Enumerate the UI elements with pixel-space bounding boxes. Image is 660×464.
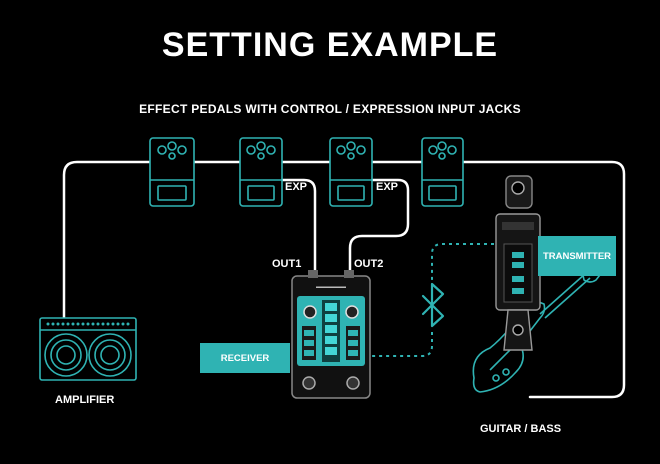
exp-label-2: EXP xyxy=(376,181,399,193)
transmitter-badge: TRANSMITTER xyxy=(538,236,616,276)
page-subtitle: EFFECT PEDALS WITH CONTROL / EXPRESSION … xyxy=(139,102,521,116)
transmitter-unit xyxy=(495,175,541,351)
effect-pedal-1 xyxy=(149,137,195,207)
bluetooth-icon xyxy=(421,282,445,328)
svg-text:▬▬▬▬▬▬: ▬▬▬▬▬▬ xyxy=(316,284,346,290)
guitar-icon xyxy=(472,255,611,393)
cable-exp-2 xyxy=(348,178,410,280)
wireless-link-transmitter xyxy=(431,243,494,282)
out2-label: OUT2 xyxy=(354,258,384,270)
effect-pedal-3 xyxy=(329,137,373,207)
cable-amp-to-pedal xyxy=(62,160,152,320)
receiver-unit: ▬▬▬▬▬▬ xyxy=(291,270,371,399)
guitar-bass-label: GUITAR / BASS xyxy=(480,423,562,435)
out1-label: OUT1 xyxy=(272,258,302,270)
amplifier-label: AMPLIFIER xyxy=(55,394,115,406)
effect-pedal-4 xyxy=(421,137,464,207)
exp-label-1: EXP xyxy=(285,181,308,193)
cable-exp-1 xyxy=(280,178,317,280)
amplifier-icon xyxy=(39,317,137,381)
effect-pedal-2 xyxy=(239,137,283,207)
page-title: SETTING EXAMPLE xyxy=(161,26,499,64)
cable-pedal-to-guitar xyxy=(461,160,626,399)
wireless-link-receiver xyxy=(370,332,433,357)
receiver-badge: RECEIVER xyxy=(200,343,290,373)
